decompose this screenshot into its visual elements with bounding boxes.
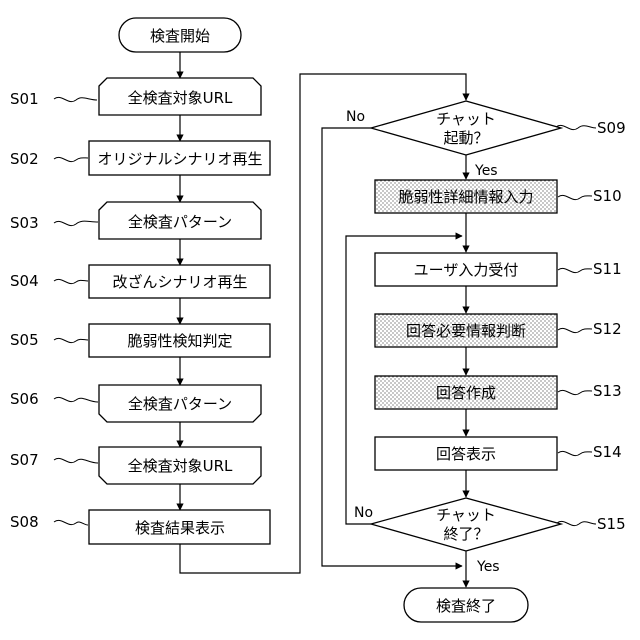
step-leader-s13: S13 — [558, 382, 622, 400]
process-show-answer-label: 回答表示 — [436, 445, 496, 463]
process-create-answer: 回答作成 — [375, 376, 557, 409]
process-original-scenario-label: オリジナルシナリオ再生 — [97, 150, 262, 168]
step-leader-s12: S12 — [558, 320, 622, 338]
step-label-s14: S14 — [593, 443, 622, 461]
process-answer-info-judgement-label: 回答必要情報判断 — [406, 322, 526, 340]
step-label-s03: S03 — [10, 214, 39, 232]
step-label-s15: S15 — [597, 515, 626, 533]
process-vulnerability-detection: 脆弱性検知判定 — [89, 324, 270, 357]
process-vulnerability-detail-input-label: 脆弱性詳細情報入力 — [398, 188, 533, 206]
step-leader-s10: S10 — [558, 187, 622, 205]
loop-start-all-urls-label: 全検査対象URL — [128, 89, 233, 107]
loop-start-all-patterns-label: 全検査パターン — [128, 213, 232, 231]
decision-end-chat-line2: 終了？ — [443, 525, 488, 543]
step-label-s01: S01 — [10, 90, 39, 108]
process-user-input-label: ユーザ入力受付 — [414, 261, 519, 279]
step-leader-s08: S08 — [10, 513, 88, 531]
step-label-s08: S08 — [10, 513, 39, 531]
step-leader-s06: S06 — [10, 390, 98, 408]
step-leader-s11: S11 — [558, 260, 622, 278]
s15-yes-label: Yes — [476, 559, 500, 575]
loop-start-all-urls: 全検査対象URL — [99, 78, 261, 115]
step-label-s02: S02 — [10, 150, 39, 168]
process-create-answer-label: 回答作成 — [436, 384, 496, 402]
step-label-s09: S09 — [597, 119, 626, 137]
step-leader-s03: S03 — [10, 214, 98, 232]
step-label-s04: S04 — [10, 272, 39, 290]
step-leader-s15: S15 — [557, 515, 626, 533]
step-label-s07: S07 — [10, 451, 39, 469]
process-show-answer: 回答表示 — [375, 437, 557, 470]
s15-no-label: No — [354, 505, 373, 521]
process-tampered-scenario-label: 改ざんシナリオ再生 — [112, 273, 247, 291]
step-label-s10: S10 — [593, 187, 622, 205]
end-label: 検査終了 — [436, 597, 496, 615]
process-original-scenario: オリジナルシナリオ再生 — [89, 141, 270, 175]
step-label-s13: S13 — [593, 382, 622, 400]
s09-no-label: No — [346, 109, 365, 125]
s09-yes-label: Yes — [474, 163, 498, 179]
step-leader-s09: S09 — [556, 119, 626, 137]
decision-end-chat: チャット 終了？ — [371, 498, 561, 551]
loop-end-all-urls: 全検査対象URL — [99, 447, 261, 484]
process-user-input: ユーザ入力受付 — [375, 253, 557, 286]
end-terminator: 検査終了 — [404, 588, 528, 622]
process-show-results-label: 検査結果表示 — [135, 519, 225, 537]
process-answer-info-judgement: 回答必要情報判断 — [375, 314, 557, 347]
loop-start-all-patterns: 全検査パターン — [99, 202, 261, 239]
decision-start-chat: チャット 起動？ — [371, 101, 561, 155]
step-label-s05: S05 — [10, 331, 39, 349]
step-leader-s01: S01 — [10, 90, 97, 108]
start-label: 検査開始 — [150, 27, 210, 45]
start-terminator: 検査開始 — [119, 18, 241, 52]
step-label-s06: S06 — [10, 390, 39, 408]
step-leader-s04: S04 — [10, 272, 88, 290]
process-tampered-scenario: 改ざんシナリオ再生 — [89, 265, 270, 298]
decision-start-chat-line2: 起動？ — [443, 129, 488, 147]
step-leader-s07: S07 — [10, 451, 98, 469]
loop-end-all-patterns: 全検査パターン — [99, 385, 261, 422]
step-leader-s02: S02 — [10, 150, 88, 168]
process-vulnerability-detection-label: 脆弱性検知判定 — [127, 332, 232, 350]
step-leader-s14: S14 — [558, 443, 622, 461]
decision-start-chat-line1: チャット — [436, 110, 496, 128]
process-show-results: 検査結果表示 — [89, 510, 270, 544]
step-label-s11: S11 — [593, 260, 622, 278]
step-leader-s05: S05 — [10, 331, 88, 349]
loop-end-all-urls-label: 全検査対象URL — [128, 457, 233, 475]
decision-end-chat-line1: チャット — [436, 506, 496, 524]
loop-end-all-patterns-label: 全検査パターン — [128, 395, 232, 413]
process-vulnerability-detail-input: 脆弱性詳細情報入力 — [375, 180, 557, 213]
step-label-s12: S12 — [593, 320, 622, 338]
